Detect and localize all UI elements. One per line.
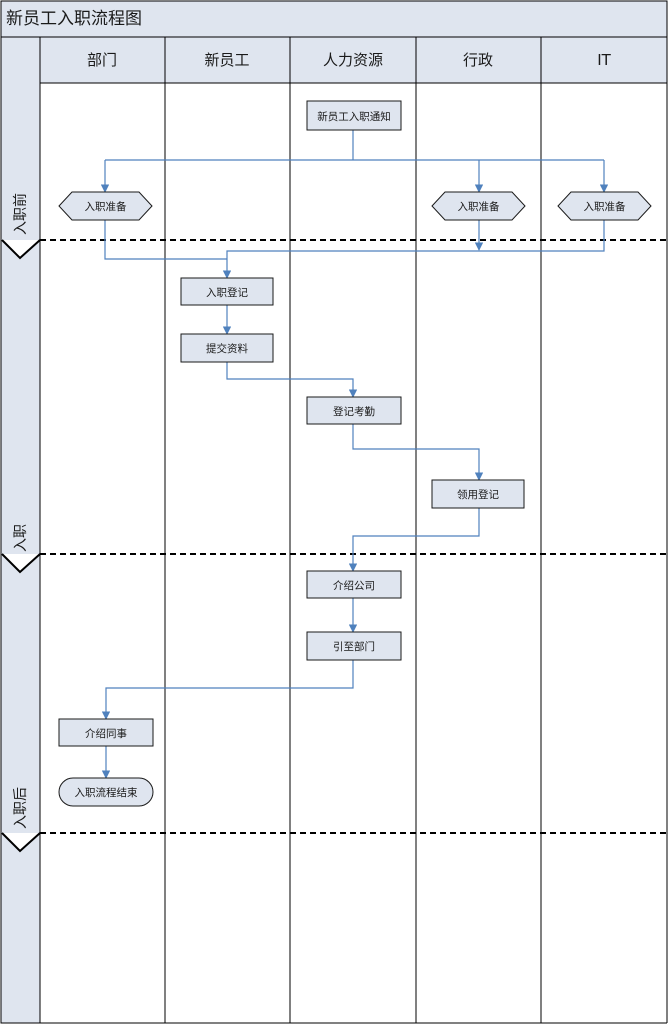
node-company-intro: 介绍公司 — [306, 570, 402, 599]
phase-label-post: 入职后 — [13, 787, 29, 829]
node-prep-it: 入职准备 — [557, 191, 652, 221]
lane-header-admin: 行政 — [463, 51, 493, 69]
lane-header-it: IT — [597, 51, 611, 69]
lane-header-row — [39, 36, 668, 84]
node-submit-docs-label: 提交资料 — [206, 342, 248, 355]
node-register: 入职登记 — [180, 277, 274, 306]
phase-column — [0, 36, 41, 1024]
title-bar — [0, 0, 668, 38]
node-prep-dept: 入职准备 — [58, 191, 153, 221]
phase-separators — [1, 239, 667, 853]
node-supplies: 领用登记 — [431, 479, 525, 509]
node-prep-it-label: 入职准备 — [584, 200, 626, 213]
diagram-title: 新员工入职流程图 — [6, 9, 142, 29]
node-end: 入职流程结束 — [58, 777, 154, 807]
node-register-label: 入职登记 — [206, 286, 248, 299]
node-prep-dept-label: 入职准备 — [85, 200, 127, 213]
node-lead-dept: 引至部门 — [306, 631, 402, 661]
node-end-label: 入职流程结束 — [75, 786, 138, 799]
node-prep-admin: 入职准备 — [431, 191, 526, 221]
node-company-intro-label: 介绍公司 — [333, 579, 375, 592]
lane-header-newhire: 新员工 — [204, 51, 249, 69]
node-attendance-label: 登记考勤 — [333, 405, 375, 418]
node-attendance: 登记考勤 — [306, 396, 402, 425]
lane-header-dept: 部门 — [87, 51, 117, 69]
node-colleagues-label: 介绍同事 — [85, 727, 127, 740]
node-notice-label: 新员工入职通知 — [317, 110, 391, 123]
flow-connectors — [100, 130, 609, 779]
node-prep-admin-label: 入职准备 — [458, 200, 500, 213]
phase-label-onboard: 入职 — [13, 524, 29, 552]
node-supplies-label: 领用登记 — [457, 488, 499, 501]
lane-header-hr: 人力资源 — [323, 51, 383, 69]
node-colleagues: 介绍同事 — [58, 718, 154, 747]
node-lead-dept-label: 引至部门 — [333, 640, 375, 653]
node-submit-docs: 提交资料 — [180, 333, 274, 363]
phase-label-pre: 入职前 — [12, 193, 29, 235]
node-notice: 新员工入职通知 — [306, 100, 402, 131]
